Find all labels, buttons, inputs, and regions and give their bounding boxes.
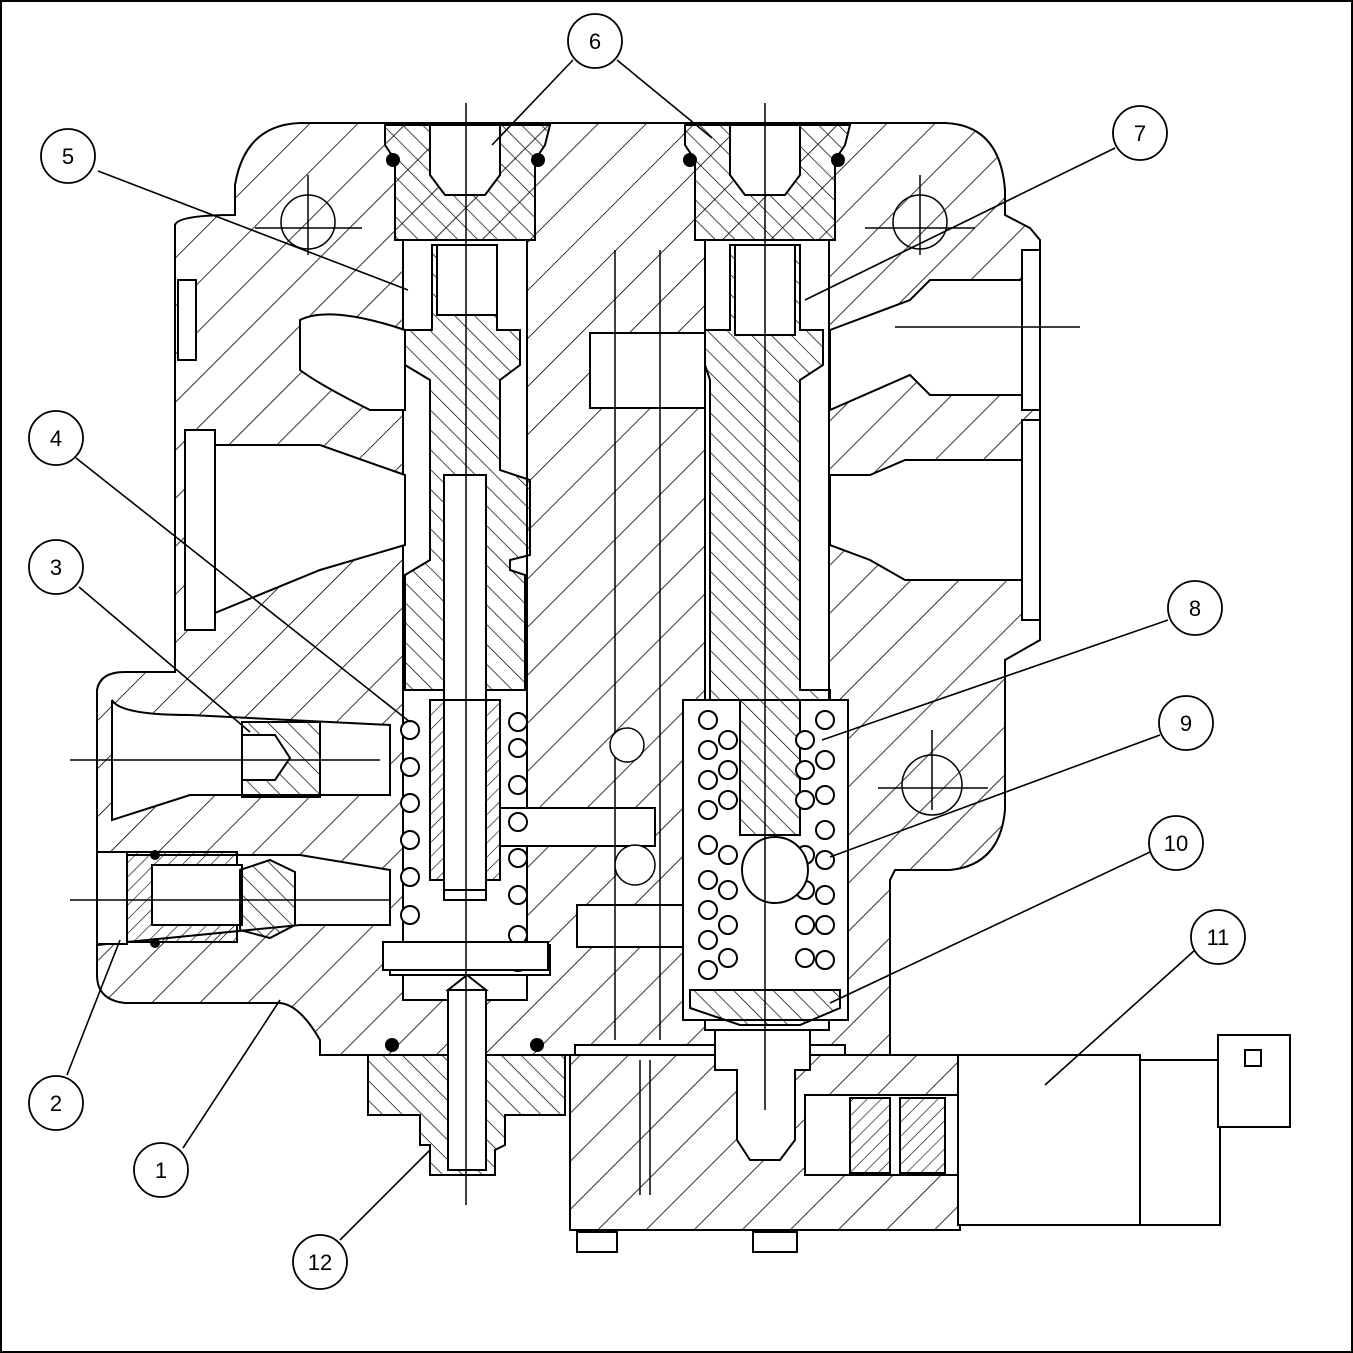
callout-8-label: 8	[1189, 596, 1201, 621]
callout-12-label: 12	[308, 1250, 332, 1275]
leader-lines	[66, 59, 1196, 1241]
callout-1-label: 1	[155, 1158, 167, 1183]
callout-5-label: 5	[62, 144, 74, 169]
callout-2: 2	[28, 1075, 84, 1131]
callout-11-label: 11	[1207, 925, 1230, 950]
callout-12: 12	[292, 1234, 348, 1290]
center-lines	[70, 103, 1080, 1205]
callout-11: 11	[1190, 909, 1246, 965]
callout-1: 1	[133, 1142, 189, 1198]
callout-8: 8	[1167, 580, 1223, 636]
bolt-head-left	[576, 1231, 618, 1253]
callout-9: 9	[1158, 695, 1214, 751]
top-cap-left	[384, 124, 552, 241]
top-cap-right	[683, 124, 852, 241]
callout-4-label: 4	[50, 426, 62, 451]
callout-9-label: 9	[1180, 711, 1192, 736]
spring-right	[689, 710, 841, 1026]
callout-3-label: 3	[50, 555, 62, 580]
callout-6-label: 6	[589, 29, 601, 54]
callout-7: 7	[1112, 105, 1168, 161]
callout-3: 3	[28, 539, 84, 595]
callout-6: 6	[567, 13, 623, 69]
bolt-head-right	[752, 1231, 798, 1253]
callout-2-label: 2	[50, 1091, 62, 1116]
callout-4: 4	[28, 410, 84, 466]
check-valve-part-2	[96, 850, 296, 948]
connector	[1217, 1034, 1291, 1128]
callout-10: 10	[1148, 815, 1204, 871]
callout-7-label: 7	[1134, 121, 1146, 146]
solenoid-part-11	[714, 1029, 1291, 1226]
callout-5: 5	[40, 128, 96, 184]
callout-10-label: 10	[1164, 831, 1188, 856]
left-spool	[404, 244, 531, 901]
